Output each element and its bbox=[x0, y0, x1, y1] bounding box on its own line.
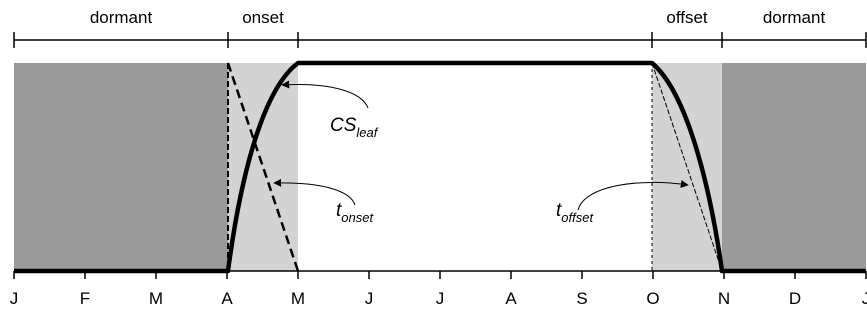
phase-label-onset: onset bbox=[242, 8, 284, 27]
month-label: A bbox=[221, 289, 233, 308]
t-offset-line bbox=[651, 62, 723, 272]
cs-leaf-arrow bbox=[281, 80, 369, 109]
t-onset-arrow bbox=[273, 178, 356, 206]
phase-label-offset: offset bbox=[666, 8, 708, 27]
phase-brackets bbox=[13, 32, 867, 48]
month-label: N bbox=[718, 289, 730, 308]
cs-leaf-curve bbox=[14, 60, 866, 274]
dormant-region-left bbox=[14, 63, 228, 271]
month-label: J bbox=[10, 289, 19, 308]
phase-label-dormant-left: dormant bbox=[90, 8, 153, 27]
t-onset-label: tonset bbox=[336, 200, 374, 225]
month-label: J bbox=[365, 289, 374, 308]
cs-leaf-label: CSleaf bbox=[330, 115, 379, 140]
month-label: J bbox=[436, 289, 445, 308]
month-label: O bbox=[646, 289, 659, 308]
dormant-region-right bbox=[722, 63, 866, 271]
month-label: A bbox=[505, 289, 517, 308]
phase-label-dormant-right: dormant bbox=[763, 8, 826, 27]
month-label: D bbox=[789, 289, 801, 308]
t-offset-arrow bbox=[577, 180, 689, 211]
t-onset-line bbox=[226, 62, 300, 272]
month-label: F bbox=[80, 289, 90, 308]
t-offset-label: toffset bbox=[556, 200, 594, 225]
growing-region bbox=[298, 63, 652, 271]
month-label: M bbox=[291, 289, 305, 308]
month-label: J bbox=[862, 289, 867, 308]
month-label: S bbox=[576, 289, 587, 308]
month-label: M bbox=[149, 289, 163, 308]
